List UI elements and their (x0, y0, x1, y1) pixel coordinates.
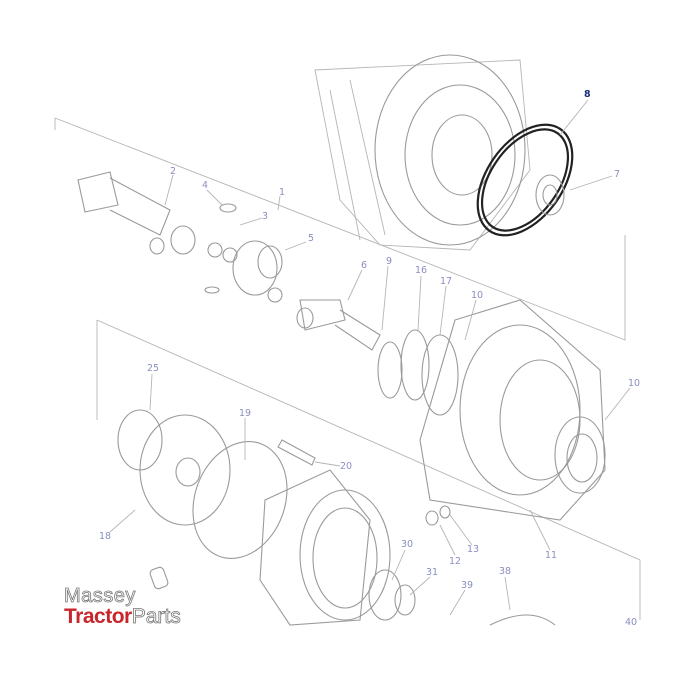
logo-tractor: Tractor (64, 605, 132, 628)
callout-10b[interactable]: 10 (628, 378, 640, 389)
callout-12[interactable]: 12 (449, 556, 461, 567)
callout-13[interactable]: 13 (467, 544, 479, 555)
callout-40[interactable]: 40 (625, 617, 637, 628)
callout-38[interactable]: 38 (499, 566, 511, 577)
logo-parts: Parts (131, 605, 181, 628)
callout-19[interactable]: 19 (239, 408, 251, 419)
bearings (377, 329, 459, 416)
callout-16[interactable]: 16 (415, 265, 427, 276)
callout-2[interactable]: 2 (170, 166, 176, 177)
planet-carrier-18 (117, 409, 231, 526)
seal-ring-8 (476, 123, 574, 237)
massey-tractor-parts-logo: Massey TractorParts (64, 585, 182, 628)
hub-casing-11 (419, 299, 606, 521)
washer-7 (535, 174, 565, 216)
callout-10[interactable]: 10 (471, 290, 483, 301)
callout-9[interactable]: 9 (386, 256, 392, 267)
callout-5[interactable]: 5 (308, 233, 314, 244)
callout-31[interactable]: 31 (426, 567, 438, 578)
callout-6[interactable]: 6 (361, 260, 367, 271)
callout-11[interactable]: 11 (545, 550, 557, 561)
callout-8[interactable]: 8 (584, 89, 591, 100)
group-frame (54, 117, 641, 620)
planet-gears (149, 505, 556, 626)
logo-line-1: Massey (64, 585, 136, 607)
callouts: 8 7 2 4 1 3 5 6 9 16 17 10 10 25 19 20 1… (99, 89, 640, 628)
housing-background (314, 54, 531, 251)
ring-gear (259, 469, 391, 626)
callout-18[interactable]: 18 (99, 531, 111, 542)
drive-shaft (77, 171, 381, 351)
callout-1[interactable]: 1 (279, 187, 285, 198)
callout-17[interactable]: 17 (440, 276, 452, 287)
callout-20[interactable]: 20 (340, 461, 352, 472)
callout-30[interactable]: 30 (401, 539, 413, 550)
callout-25[interactable]: 25 (147, 363, 159, 374)
callout-4[interactable]: 4 (202, 180, 208, 191)
callout-7[interactable]: 7 (614, 169, 620, 180)
callout-3[interactable]: 3 (262, 211, 268, 222)
bolt-20 (277, 439, 316, 466)
callout-39[interactable]: 39 (461, 580, 473, 591)
leader-lines (109, 99, 631, 616)
snap-ring-19 (192, 441, 288, 559)
